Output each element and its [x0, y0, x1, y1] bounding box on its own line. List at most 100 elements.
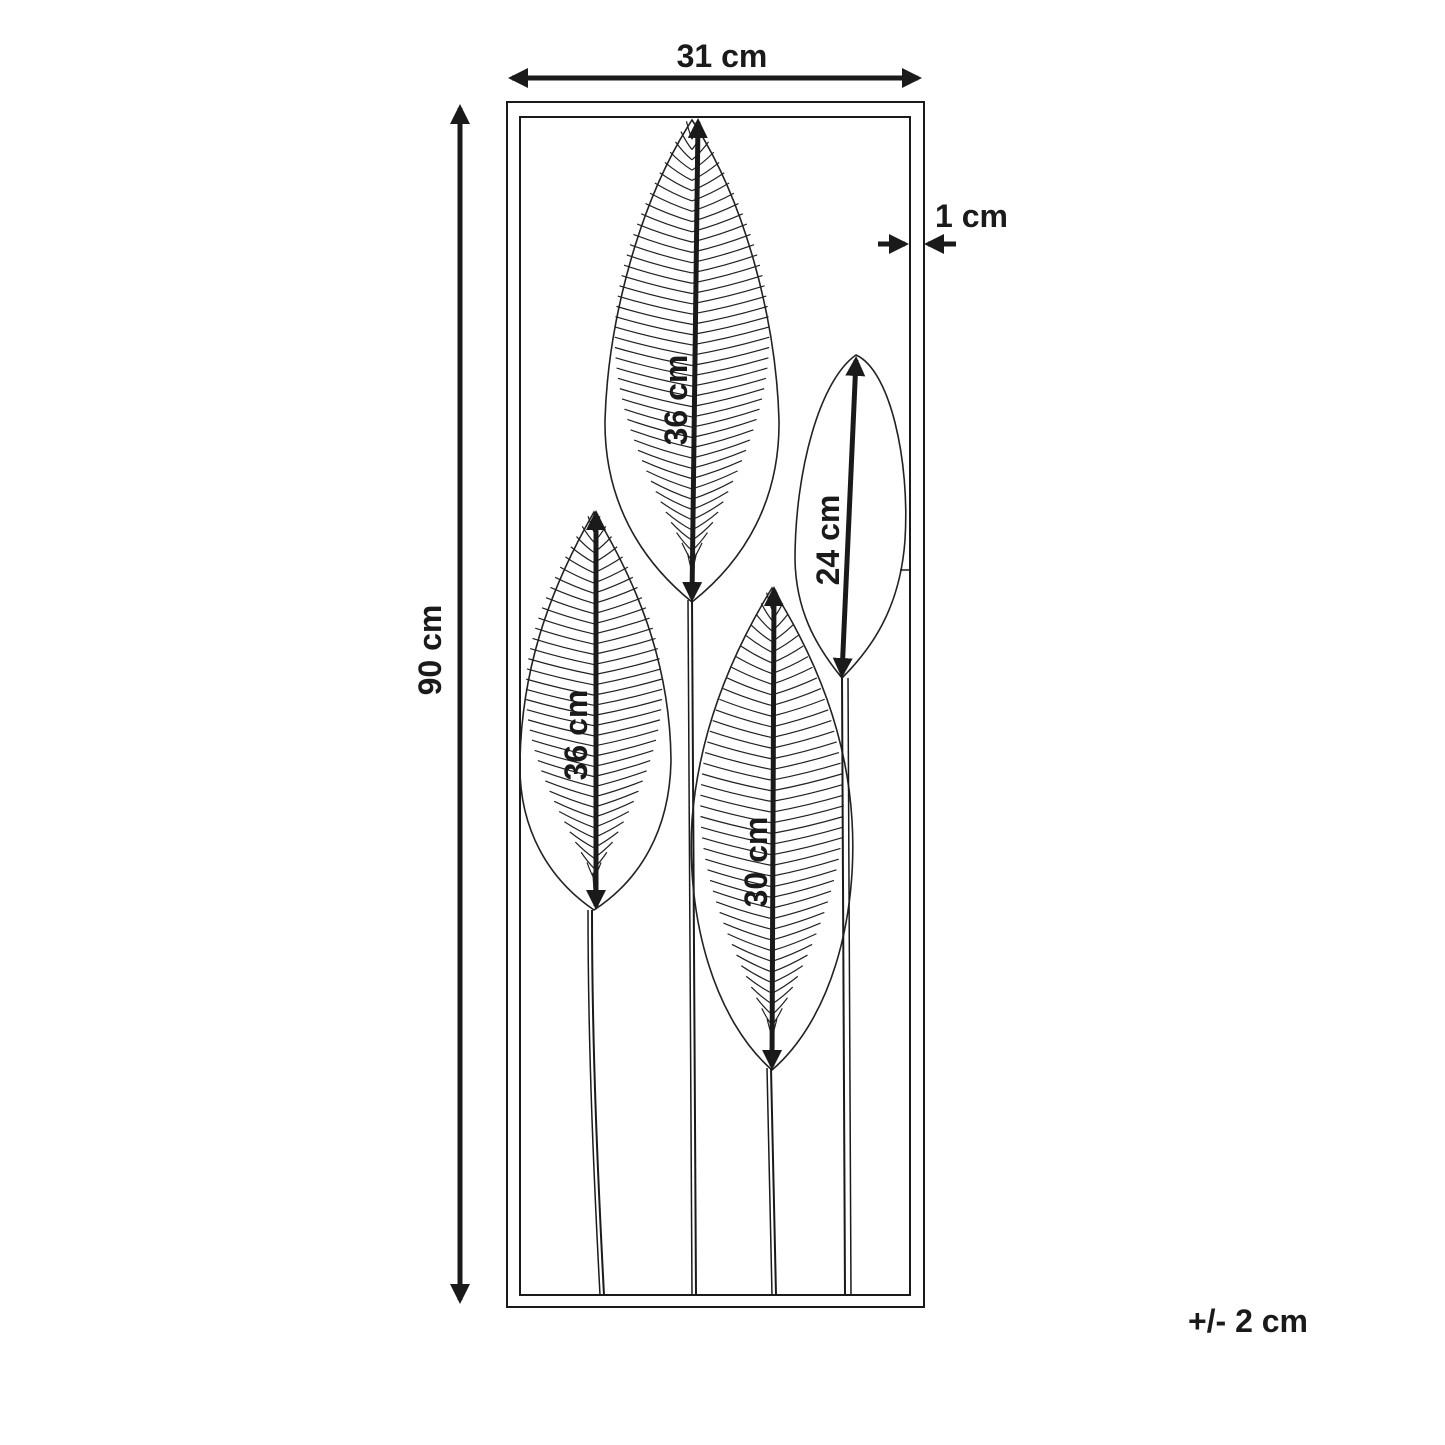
leaf-rib	[771, 869, 837, 888]
leaf-rib	[691, 346, 770, 367]
leaf-rib	[593, 719, 661, 737]
leaf-rib	[745, 634, 773, 653]
leaf-rib	[750, 624, 773, 643]
leaf-rib	[691, 336, 770, 356]
leaf-rib	[550, 586, 595, 605]
leaf-rib	[771, 837, 843, 856]
leaf-rib	[593, 811, 630, 829]
leaf-rib	[691, 439, 751, 459]
leaf-rib	[593, 688, 663, 706]
frame	[506, 101, 925, 1308]
leaf-rib	[745, 975, 773, 994]
leaf-rib	[771, 656, 809, 675]
leaf-rib	[664, 161, 693, 181]
leaf-rib	[771, 815, 844, 835]
leaf-rib	[691, 449, 747, 469]
leaf-rib	[691, 264, 761, 284]
leaf-rib	[691, 295, 767, 315]
leaf-rib	[691, 233, 751, 253]
leaf-rib	[727, 933, 773, 952]
leaf-rib	[771, 986, 794, 1005]
leaf-rib	[771, 954, 808, 973]
leaf-rib	[593, 770, 647, 788]
leaf-rib	[629, 244, 693, 264]
leaf-rib	[771, 901, 829, 920]
leaf-rib	[593, 800, 635, 818]
leaf-rib	[719, 911, 773, 931]
leaf-rib	[633, 233, 693, 253]
leaf-rib	[670, 521, 693, 541]
leaf-rib	[623, 264, 693, 284]
leaf-rib	[569, 831, 595, 849]
leaf-rib	[691, 274, 763, 295]
leaf-rib	[641, 460, 693, 480]
leaf-rib	[559, 566, 595, 584]
leaf-rib	[574, 841, 595, 859]
leaf-rib	[771, 922, 821, 941]
leaf-rib	[771, 666, 813, 685]
leaf-rib	[646, 470, 693, 490]
leaf-rib	[740, 645, 773, 664]
width-label: 31 cm	[677, 38, 768, 74]
leaf-rib	[691, 285, 765, 305]
tolerance-label: +/- 2 cm	[1188, 1303, 1308, 1339]
leaf-rib	[593, 780, 643, 798]
leaf-top-arrow	[682, 118, 708, 602]
leaf-rib	[580, 851, 595, 869]
leaf-rib	[771, 933, 817, 952]
leaf-rib	[740, 965, 773, 984]
leaf-rib	[614, 326, 693, 346]
leaf-rib	[736, 954, 773, 973]
leaf-rib	[614, 336, 693, 356]
leaf-rib	[691, 326, 770, 346]
leaf-rib	[660, 501, 693, 521]
leaf-rib	[771, 645, 804, 664]
leaf-rib	[731, 943, 773, 962]
leaf-rib	[691, 244, 755, 264]
leaf-rib	[549, 790, 595, 808]
leaf-rib	[691, 305, 768, 325]
leaf-rib	[771, 847, 841, 867]
leaf-right	[794, 354, 910, 1296]
leaf-rib	[621, 274, 693, 295]
leaf-rib	[593, 790, 639, 808]
leaf-rib	[675, 141, 693, 161]
leaf-rib	[669, 151, 693, 171]
leaf-rib	[691, 501, 724, 521]
leaf-rib	[691, 398, 763, 418]
leaf-rib	[771, 911, 825, 931]
leaf-rib	[691, 418, 757, 439]
leaf-rib	[637, 449, 693, 469]
leaf-middle-label: 30 cm	[738, 817, 774, 908]
depth-label: 1 cm	[935, 198, 1008, 234]
leaf-rib	[691, 470, 738, 490]
leaf-rib	[593, 739, 657, 757]
leaf-rib	[771, 858, 839, 877]
leaf-rib	[615, 316, 693, 336]
leaf-right-arrow	[832, 356, 866, 678]
leaf-rib	[593, 760, 651, 778]
leaf-rib	[771, 794, 844, 813]
leaf-rib	[650, 480, 693, 500]
leaf-rib	[593, 729, 659, 747]
leaf-rib	[771, 879, 835, 899]
leaf-rib	[655, 490, 693, 511]
leaf-rib	[593, 749, 654, 768]
leaf-rib	[593, 709, 662, 727]
leaf-rib	[617, 295, 693, 315]
leaf-rib	[565, 556, 595, 574]
leaf-rib	[771, 890, 832, 909]
leaf-rib	[665, 511, 693, 531]
height-label: 90 cm	[412, 605, 448, 696]
leaf-rib	[771, 826, 844, 845]
leaf-rib	[691, 511, 719, 531]
leaf-rib	[750, 986, 773, 1005]
leaf-rib	[619, 285, 693, 305]
leaf-rib	[593, 566, 629, 584]
leaf-rib	[771, 943, 813, 962]
leaf-rib	[691, 377, 767, 397]
leaf-rib	[593, 586, 638, 605]
leaf-rib	[545, 780, 595, 798]
leaf-rib	[691, 316, 769, 336]
